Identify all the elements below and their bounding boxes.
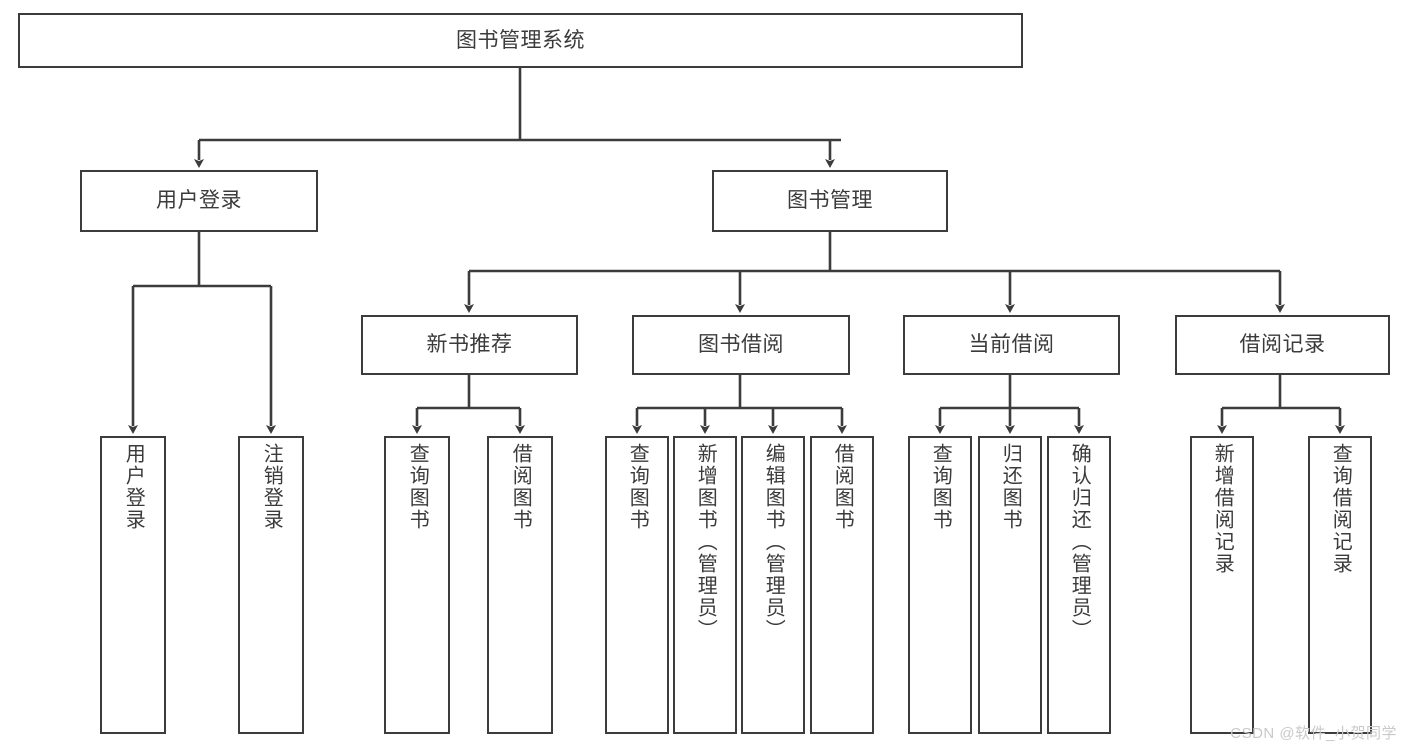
csdn-watermark: CSDN @软件_小贺同学	[1230, 725, 1397, 742]
leaf-bb-add-book-label: 新增图书（管理员）	[694, 443, 717, 641]
leaf-nb-borrow-book[interactable]: 借阅图书	[487, 436, 553, 734]
node-borrow-record[interactable]: 借阅记录	[1175, 315, 1390, 375]
leaf-bb-add-book[interactable]: 新增图书（管理员）	[673, 436, 737, 734]
leaf-br-add-record-label: 新增借阅记录	[1211, 443, 1234, 575]
leaf-logout-label: 注销登录	[260, 443, 283, 531]
node-book-manage-label: 图书管理	[787, 189, 873, 213]
leaf-bb-borrow-book[interactable]: 借阅图书	[810, 436, 874, 734]
leaf-nb-query-book-label: 查询图书	[406, 443, 429, 531]
node-book-borrow[interactable]: 图书借阅	[632, 315, 850, 375]
leaf-user-login[interactable]: 用户登录	[100, 436, 166, 734]
node-borrow-record-label: 借阅记录	[1239, 333, 1326, 357]
node-new-book-recommend[interactable]: 新书推荐	[361, 315, 578, 375]
leaf-nb-query-book[interactable]: 查询图书	[384, 436, 450, 734]
leaf-cb-return-book[interactable]: 归还图书	[978, 436, 1042, 734]
leaf-bb-query-book[interactable]: 查询图书	[605, 436, 669, 734]
node-root[interactable]: 图书管理系统	[18, 13, 1023, 68]
leaf-cb-query-book[interactable]: 查询图书	[908, 436, 972, 734]
node-book-borrow-label: 图书借阅	[698, 333, 784, 357]
node-user-login[interactable]: 用户登录	[80, 170, 318, 232]
leaf-logout[interactable]: 注销登录	[238, 436, 304, 734]
leaf-bb-edit-book[interactable]: 编辑图书（管理员）	[741, 436, 805, 734]
leaf-bb-query-book-label: 查询图书	[626, 443, 649, 531]
node-user-login-label: 用户登录	[156, 189, 242, 213]
node-root-label: 图书管理系统	[456, 28, 585, 52]
leaf-cb-confirm-return[interactable]: 确认归还（管理员）	[1047, 436, 1111, 734]
leaf-br-query-record-label: 查询借阅记录	[1329, 443, 1352, 575]
node-current-borrow[interactable]: 当前借阅	[903, 315, 1120, 375]
node-new-book-recommend-label: 新书推荐	[426, 333, 513, 357]
leaf-cb-confirm-return-label: 确认归还（管理员）	[1068, 443, 1091, 641]
leaf-br-query-record[interactable]: 查询借阅记录	[1308, 436, 1372, 734]
leaf-nb-borrow-book-label: 借阅图书	[509, 443, 532, 531]
leaf-br-add-record[interactable]: 新增借阅记录	[1190, 436, 1254, 734]
node-current-borrow-label: 当前借阅	[968, 333, 1055, 357]
node-book-manage[interactable]: 图书管理	[712, 170, 948, 232]
leaf-user-login-label: 用户登录	[122, 443, 145, 531]
leaf-cb-query-book-label: 查询图书	[929, 443, 952, 531]
leaf-bb-borrow-book-label: 借阅图书	[831, 443, 854, 531]
leaf-bb-edit-book-label: 编辑图书（管理员）	[762, 443, 785, 641]
leaf-cb-return-book-label: 归还图书	[999, 443, 1022, 531]
